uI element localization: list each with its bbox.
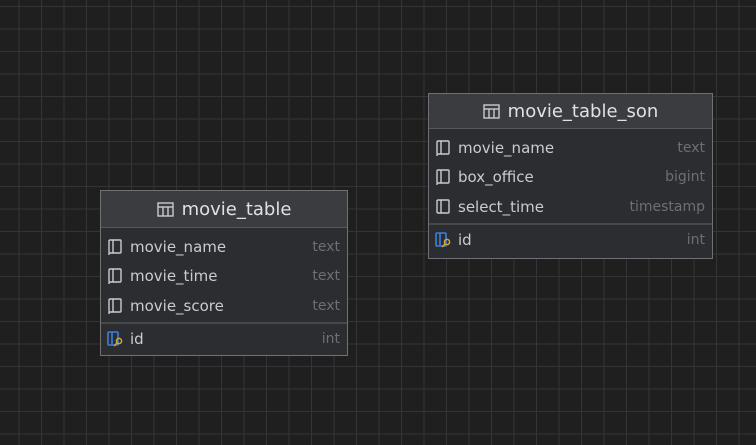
- table-icon: [482, 103, 500, 119]
- key-column-row[interactable]: id int: [429, 226, 712, 256]
- column-icon: [436, 199, 450, 214]
- column-name: movie_name: [130, 237, 227, 256]
- column-name: select_time: [458, 197, 544, 216]
- column-type: text: [312, 238, 340, 255]
- column-icon: [108, 268, 122, 285]
- table-name: movie_table_son: [507, 100, 659, 122]
- column-icon: [436, 140, 450, 156]
- key-divider: [101, 321, 347, 324]
- table-node-movie-table-son[interactable]: movie_table_son movie_name text box_offi…: [428, 93, 713, 259]
- table-header[interactable]: movie_table_son: [429, 94, 712, 129]
- column-type: text: [677, 139, 705, 156]
- table-name: movie_table: [181, 198, 292, 220]
- column-type: text: [312, 268, 340, 285]
- column-name: id: [130, 330, 144, 349]
- primary-key-column-icon: [107, 331, 123, 347]
- key-column-row[interactable]: id int: [101, 325, 347, 355]
- column-type: int: [321, 331, 340, 348]
- column-row[interactable]: movie_name text: [101, 232, 347, 262]
- column-icon: [436, 169, 450, 186]
- column-name: id: [458, 231, 472, 250]
- column-name: box_office: [458, 168, 534, 187]
- column-icon: [108, 298, 122, 314]
- column-row[interactable]: movie_name text: [429, 133, 712, 163]
- key-divider: [429, 222, 712, 225]
- column-name: movie_name: [458, 138, 555, 157]
- column-name: movie_time: [130, 267, 218, 286]
- column-type: bigint: [665, 169, 705, 186]
- column-row[interactable]: movie_score text: [101, 291, 347, 321]
- table-node-movie-table[interactable]: movie_table movie_name text movie_time t…: [100, 190, 348, 356]
- column-type: timestamp: [629, 198, 705, 215]
- column-name: movie_score: [130, 296, 224, 315]
- column-type: int: [686, 232, 705, 249]
- column-row[interactable]: box_office bigint: [429, 163, 712, 193]
- column-row[interactable]: select_time timestamp: [429, 192, 712, 222]
- table-header[interactable]: movie_table: [101, 191, 347, 228]
- primary-key-column-icon: [435, 232, 451, 248]
- table-icon: [156, 201, 174, 217]
- column-type: text: [312, 297, 340, 314]
- column-icon: [108, 239, 122, 255]
- column-row[interactable]: movie_time text: [101, 262, 347, 292]
